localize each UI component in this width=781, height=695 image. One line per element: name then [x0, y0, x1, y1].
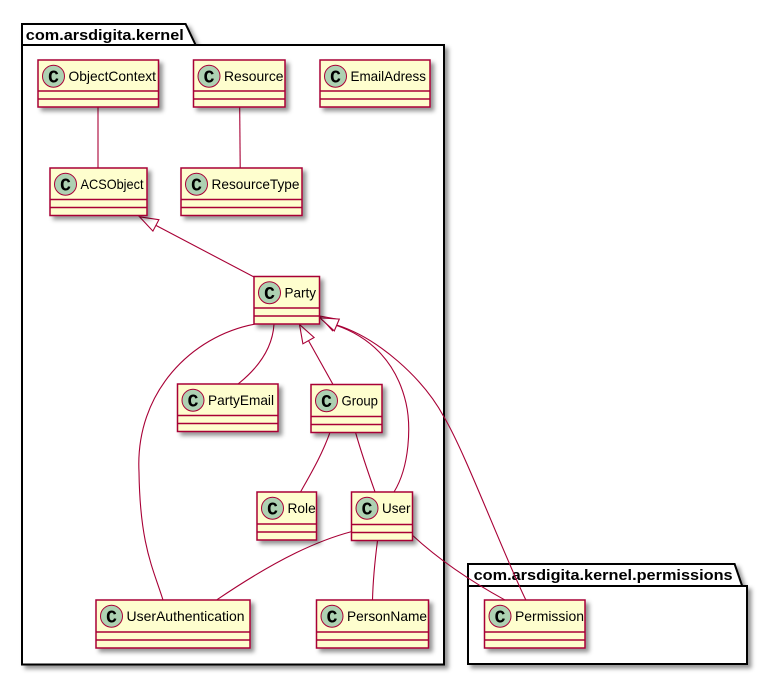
svg-text:C: C [495, 609, 506, 629]
svg-text:C: C [204, 69, 215, 89]
svg-text:Party: Party [285, 285, 317, 301]
svg-text:C: C [267, 501, 278, 521]
svg-text:C: C [60, 177, 71, 197]
svg-text:C: C [321, 393, 332, 413]
svg-text:C: C [362, 501, 373, 521]
svg-text:ResourceType: ResourceType [212, 176, 300, 192]
svg-text:Role: Role [288, 500, 316, 516]
svg-text:ObjectContext: ObjectContext [69, 68, 157, 84]
svg-text:com.arsdigita.kernel.permissio: com.arsdigita.kernel.permissions [474, 567, 733, 584]
svg-text:com.arsdigita.kernel: com.arsdigita.kernel [26, 27, 184, 44]
svg-text:EmailAdress: EmailAdress [351, 68, 427, 84]
svg-text:C: C [264, 285, 275, 305]
svg-text:Permission: Permission [515, 608, 584, 624]
svg-text:Group: Group [342, 393, 379, 409]
svg-text:C: C [106, 609, 117, 629]
svg-text:PersonName: PersonName [347, 608, 427, 624]
svg-text:Resource: Resource [224, 68, 284, 84]
svg-text:C: C [48, 69, 59, 89]
svg-text:C: C [327, 609, 338, 629]
svg-text:ACSObject: ACSObject [81, 176, 144, 192]
svg-text:PartyEmail: PartyEmail [208, 392, 274, 408]
svg-text:UserAuthentication: UserAuthentication [127, 608, 245, 624]
svg-text:User: User [382, 500, 411, 516]
svg-text:C: C [330, 69, 341, 89]
svg-text:C: C [191, 177, 202, 197]
svg-text:C: C [188, 393, 199, 413]
